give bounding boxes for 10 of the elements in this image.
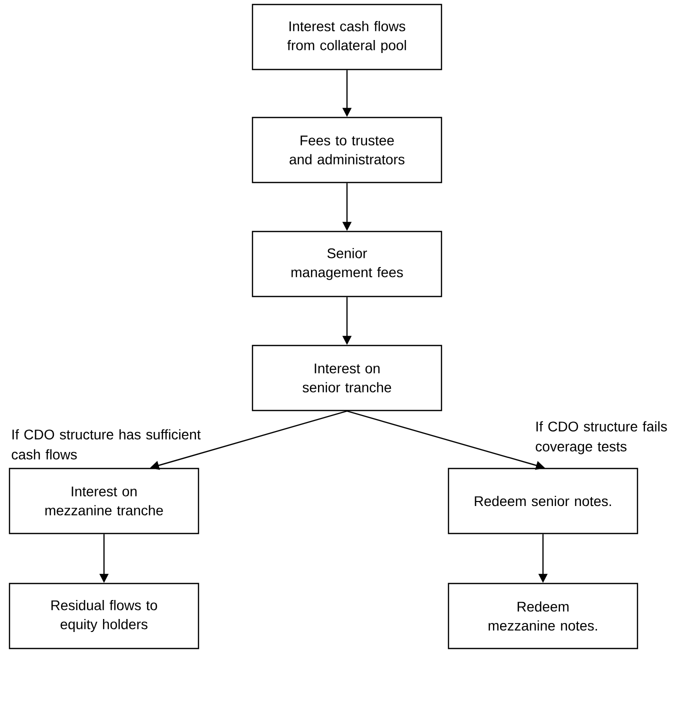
process-box: Residual flows to equity holders (8, 582, 200, 650)
process-box: Fees to trustee and administrators (252, 116, 442, 184)
process-box: Interest on mezzanine tranche (8, 468, 200, 534)
edge-label: If CDO structure fails coverage tests (536, 421, 667, 454)
process-box: Interest on senior tranche (252, 344, 442, 412)
process-box: Interest cash flows from collateral pool (252, 4, 442, 70)
process-box: Redeem mezzanine notes. (448, 582, 638, 650)
process-box: Redeem senior notes. (448, 468, 638, 534)
edge-label: If CDO structure has sufficient cash flows (12, 429, 201, 460)
process-box: Senior management fees (252, 230, 442, 298)
